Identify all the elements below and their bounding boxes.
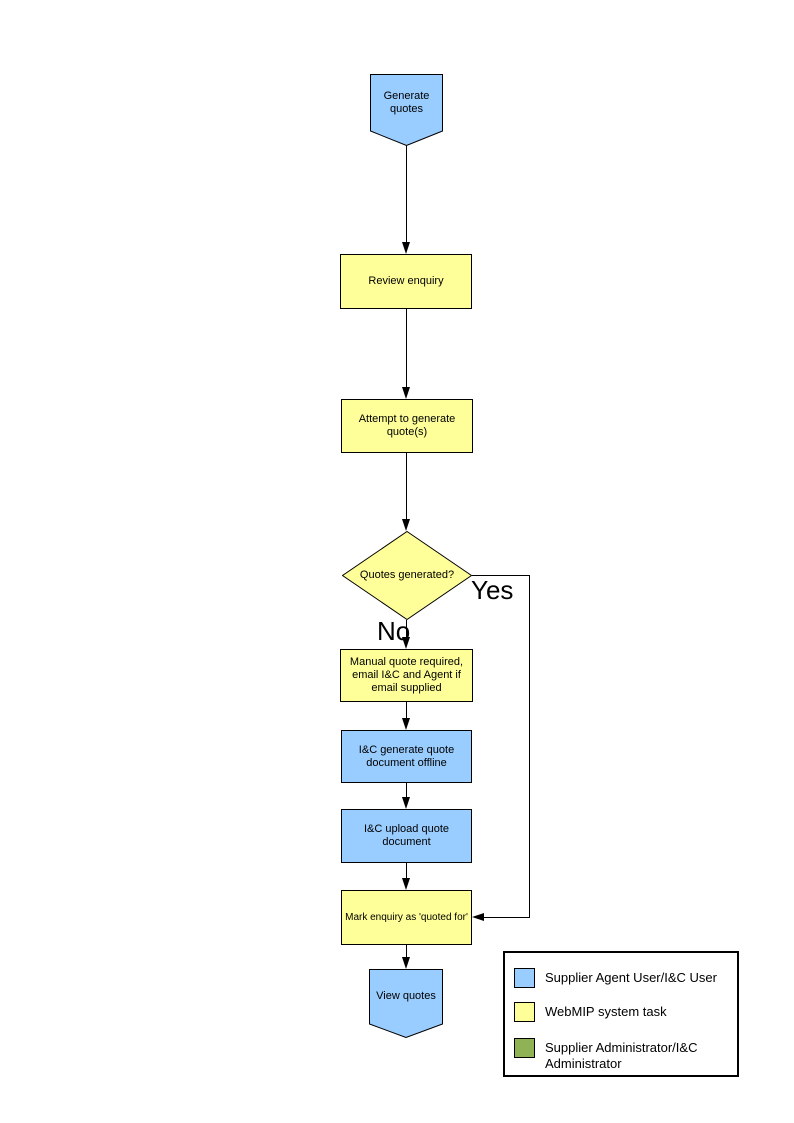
legend: Supplier Agent User/I&C User WebMIP syst… [503, 951, 739, 1077]
connector-line [406, 945, 407, 957]
node-label: Generate quotes [383, 89, 430, 115]
node-quotes-generated: Quotes generated? [342, 531, 472, 620]
legend-item-admin: Supplier Administrator/I&C Administrator [514, 1038, 741, 1072]
arrowhead-left-icon [472, 913, 484, 921]
legend-label: Supplier Administrator/I&C Administrator [545, 1040, 698, 1071]
node-label: Review enquiry [368, 275, 444, 287]
node-ic-generate-offline: I&C generate quote document offline [341, 730, 472, 783]
branch-label-yes: Yes [471, 575, 514, 605]
arrowhead-down-icon [402, 957, 410, 969]
connector-line [472, 575, 530, 576]
connector-line [406, 146, 407, 242]
legend-label: WebMIP system task [545, 1004, 667, 1019]
arrowhead-down-icon [402, 519, 410, 531]
connector-line [406, 620, 407, 637]
node-label: I&C generate quote document offline [358, 743, 455, 769]
legend-swatch-blue [514, 968, 535, 988]
node-label: I&C upload quote document [363, 823, 449, 848]
legend-item-system: WebMIP system task [514, 1002, 741, 1022]
connector-line [406, 863, 407, 878]
connector-line [529, 575, 530, 918]
arrowhead-down-icon [402, 242, 410, 254]
node-review-enquiry: Review enquiry [340, 254, 472, 309]
diamond-shape [342, 531, 472, 620]
arrowhead-down-icon [402, 637, 410, 649]
legend-item-user: Supplier Agent User/I&C User [514, 968, 741, 988]
node-attempt-generate: Attempt to generate quote(s) [341, 399, 473, 453]
node-mark-enquiry: Mark enquiry as 'quoted for' [341, 890, 472, 945]
node-label: View quotes [376, 990, 436, 1002]
pentagon-shape [369, 969, 443, 1038]
connector-line [406, 453, 407, 519]
node-label: Attempt to generate quote(s) [358, 413, 456, 438]
node-ic-upload: I&C upload quote document [341, 809, 472, 863]
arrowhead-down-icon [402, 878, 410, 890]
legend-swatch-yellow [514, 1002, 535, 1022]
arrowhead-down-icon [402, 387, 410, 399]
connector-line [484, 917, 530, 918]
connector-line [406, 309, 407, 387]
node-label: Mark enquiry as 'quoted for' [345, 912, 468, 923]
arrowhead-down-icon [402, 797, 410, 809]
connector-line [406, 783, 407, 797]
node-label: Manual quote required, email I&C and Age… [349, 656, 464, 694]
pentagon-shape [370, 74, 443, 146]
connector-line [406, 702, 407, 718]
node-generate-quotes: Generate quotes [370, 74, 443, 146]
arrowhead-down-icon [402, 718, 410, 730]
legend-swatch-green [514, 1038, 535, 1058]
node-view-quotes: View quotes [369, 969, 443, 1038]
node-manual-quote: Manual quote required, email I&C and Age… [340, 649, 473, 702]
legend-label: Supplier Agent User/I&C User [545, 970, 717, 985]
node-label: Quotes generated? [359, 569, 455, 581]
